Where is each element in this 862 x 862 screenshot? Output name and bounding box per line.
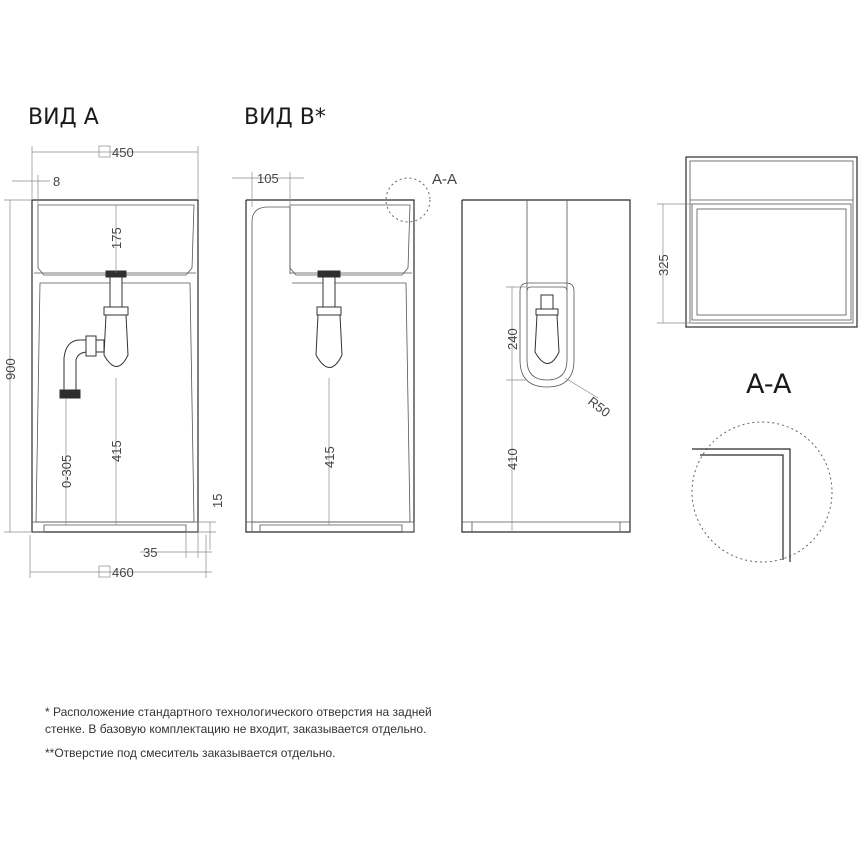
dim-bowl-depth-a: 175 [109, 227, 124, 249]
dim-total-height: 900 [3, 358, 18, 380]
top-view: 325 [656, 156, 858, 328]
view-a-bowl [37, 204, 195, 276]
view-b-title: ВИД B* [244, 105, 326, 130]
section-marker-label: A-A [432, 171, 457, 188]
top-view-outline [685, 156, 858, 328]
footnote-2: **Отверстие под смеситель заказывается о… [45, 746, 336, 760]
section-marker-circle [385, 177, 431, 223]
dim-base-step: 15 [210, 494, 225, 508]
dim-width-bottom: 460 [112, 565, 134, 580]
rear-channel [526, 200, 568, 291]
view-b-wall [251, 206, 291, 532]
dim-opening-height: 240 [505, 328, 520, 350]
dim-opening-elevation: 410 [505, 448, 520, 470]
view-a-siphon [59, 270, 129, 399]
section-detail-circle [691, 421, 833, 563]
view-b: ВИД B* 105 415 A-A [232, 105, 457, 533]
rear-siphon [534, 294, 560, 364]
view-a-title: ВИД A [28, 105, 99, 130]
dim-opening-radius: R50 [585, 394, 613, 421]
footnote-1: * Расположение стандартного технологичес… [45, 704, 565, 738]
dim-drain-height-b: 415 [322, 446, 337, 468]
view-a: ВИД A 450 8 175 [3, 105, 225, 580]
view-b-bowl [289, 204, 411, 276]
dim-top-depth: 325 [656, 254, 671, 276]
dim-drain-range: 0-305 [59, 455, 74, 488]
rear-view-outline [461, 199, 631, 533]
view-b-siphon [315, 270, 343, 368]
dim-width-top: 450 [112, 145, 134, 160]
rear-opening [526, 286, 568, 381]
section-detail-title: A-A [746, 369, 792, 400]
section-detail: A-A [691, 369, 833, 563]
dim-base-offset: 35 [143, 545, 157, 560]
footnote-1-line-2: стенке. В базовую комплектацию не входит… [45, 722, 427, 736]
footnotes: * Расположение стандартного технологичес… [45, 704, 565, 762]
view-a-base [32, 521, 199, 533]
dim-edge-offset: 8 [53, 174, 60, 189]
footnote-1-line-1: * Расположение стандартного технологичес… [45, 705, 432, 719]
section-detail-profile [692, 448, 791, 562]
rear-view: 240 410 R50 [461, 199, 631, 533]
dim-drain-height-a: 415 [109, 440, 124, 462]
dim-wall-offset-b: 105 [257, 171, 279, 186]
